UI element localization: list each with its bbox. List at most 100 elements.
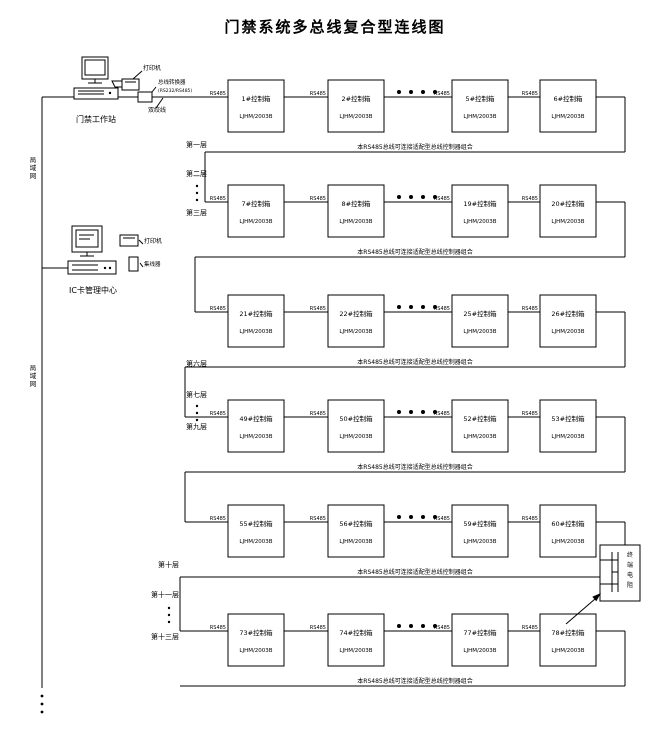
rs485-label: RS485 — [310, 306, 326, 312]
controller-box-model: LJHM/2003B — [463, 329, 496, 335]
controller-box — [327, 184, 385, 238]
controller-box — [327, 613, 385, 667]
detail-arrow-line — [565, 598, 596, 625]
controller-box-model: LJHM/2003B — [339, 219, 372, 225]
floor-label: 第十三层 — [151, 632, 179, 641]
rs485-label: RS485 — [434, 516, 450, 522]
printer-label: 打印机 — [144, 237, 162, 245]
rs485-label: RS485 — [210, 625, 226, 631]
controller-box-model: LJHM/2003B — [239, 648, 272, 654]
controller-box — [451, 294, 509, 348]
bus-note: 本RS485总线可连接适配型总线控制器组合 — [357, 248, 472, 256]
controller-box — [227, 184, 285, 238]
bus-ellipsis-dot — [409, 624, 413, 628]
bus-ellipsis-dot — [409, 90, 413, 94]
controller-box-name: 5#控制箱 — [465, 94, 495, 103]
rs485-label: RS485 — [522, 196, 538, 202]
twisted-pair-leader-line — [155, 97, 164, 109]
bus-ellipsis-dot — [421, 410, 425, 414]
workstation-printer — [121, 78, 140, 91]
floor-label: 第七层 — [186, 390, 207, 399]
floor-label: 第二层 — [186, 169, 207, 178]
controller-box — [539, 79, 597, 133]
bus-ellipsis-dot — [421, 90, 425, 94]
bus-note: 本RS485总线可连接适配型总线控制器组合 — [357, 677, 472, 685]
rs485-label: RS485 — [522, 306, 538, 312]
controller-box — [539, 294, 597, 348]
controller-box-name: 22#控制箱 — [339, 309, 373, 318]
controller-box-name: 56#控制箱 — [339, 519, 373, 528]
converter-sub-label: (RS232/RS485) — [158, 88, 192, 94]
controller-box-model: LJHM/2003B — [551, 329, 584, 335]
floor-ellipsis-dot — [167, 620, 171, 624]
floor-label: 第一层 — [186, 140, 207, 149]
rs485-label: RS485 — [434, 196, 450, 202]
controller-box-name: 6#控制箱 — [553, 94, 583, 103]
controller-box-model: LJHM/2003B — [339, 648, 372, 654]
terminal-label-char: 终 — [627, 551, 633, 559]
controller-box-model: LJHM/2003B — [551, 539, 584, 545]
rs485-label: RS485 — [310, 516, 326, 522]
controller-box-name: 20#控制箱 — [551, 199, 585, 208]
controller-box-name: 74#控制箱 — [339, 628, 373, 637]
controller-box-model: LJHM/2003B — [463, 434, 496, 440]
bus-ellipsis-dot — [433, 624, 437, 628]
rs485-label: RS485 — [434, 625, 450, 631]
floor-ellipsis-dot — [167, 606, 171, 610]
controller-box — [451, 79, 509, 133]
rs485-label: RS485 — [522, 411, 538, 417]
controller-box-name: 50#控制箱 — [339, 414, 373, 423]
controller-box-model: LJHM/2003B — [339, 329, 372, 335]
floor-label: 第九层 — [186, 422, 207, 431]
center-printer — [119, 234, 139, 247]
trunk-continuation-dot — [40, 702, 44, 706]
bus-ellipsis-dot — [409, 515, 413, 519]
controller-box-model: LJHM/2003B — [463, 539, 496, 545]
controller-box — [451, 613, 509, 667]
rs232-rs485-converter — [137, 91, 153, 103]
lan-label-char: 局 — [30, 156, 37, 164]
rs485-label: RS485 — [522, 516, 538, 522]
controller-box-model: LJHM/2003B — [551, 434, 584, 440]
printer-label: 打印机 — [143, 64, 161, 72]
workstation-screen — [84, 59, 106, 76]
controller-box-name: 49#控制箱 — [239, 414, 273, 423]
controller-box-model: LJHM/2003B — [463, 114, 496, 120]
controller-box-model: LJHM/2003B — [339, 114, 372, 120]
controller-box-name: 73#控制箱 — [239, 628, 273, 637]
ic-center-label: IC卡管理中心 — [69, 285, 117, 295]
bus-ellipsis-dot — [421, 195, 425, 199]
printer-leader-line — [138, 239, 144, 245]
rs485-label: RS485 — [310, 196, 326, 202]
bus-ellipsis-dot — [397, 515, 401, 519]
controller-box-name: 8#控制箱 — [341, 199, 371, 208]
workstation-label: 门禁工作站 — [76, 114, 116, 124]
bus-ellipsis-dot — [409, 195, 413, 199]
controller-box-name: 78#控制箱 — [551, 628, 585, 637]
hub-label: 集线器 — [144, 260, 161, 268]
controller-box — [327, 79, 385, 133]
controller-box-model: LJHM/2003B — [551, 114, 584, 120]
case-led — [108, 91, 112, 95]
rs485-label: RS485 — [210, 516, 226, 522]
controller-box — [451, 504, 509, 558]
bus-note: 本RS485总线可连接适配型总线控制器组合 — [357, 143, 472, 151]
controller-box-model: LJHM/2003B — [239, 219, 272, 225]
controller-box — [227, 294, 285, 348]
terminal-label-char: 电 — [627, 571, 633, 579]
detail-arrow-head — [592, 593, 601, 602]
controller-box-model: LJHM/2003B — [551, 648, 584, 654]
converter-label: 总线转换器 — [158, 78, 186, 86]
controller-box-name: 7#控制箱 — [241, 199, 271, 208]
bus-ellipsis-dot — [409, 305, 413, 309]
floor-ellipsis-dot — [195, 184, 199, 188]
rs485-label: RS485 — [310, 91, 326, 97]
rs485-label: RS485 — [434, 411, 450, 417]
floor-label: 第十一层 — [151, 590, 179, 599]
controller-box-model: LJHM/2003B — [239, 329, 272, 335]
floor-ellipsis-dot — [195, 404, 199, 408]
bus-ellipsis-dot — [397, 90, 401, 94]
bus-ellipsis-dot — [433, 90, 437, 94]
controller-box-name: 2#控制箱 — [341, 94, 371, 103]
